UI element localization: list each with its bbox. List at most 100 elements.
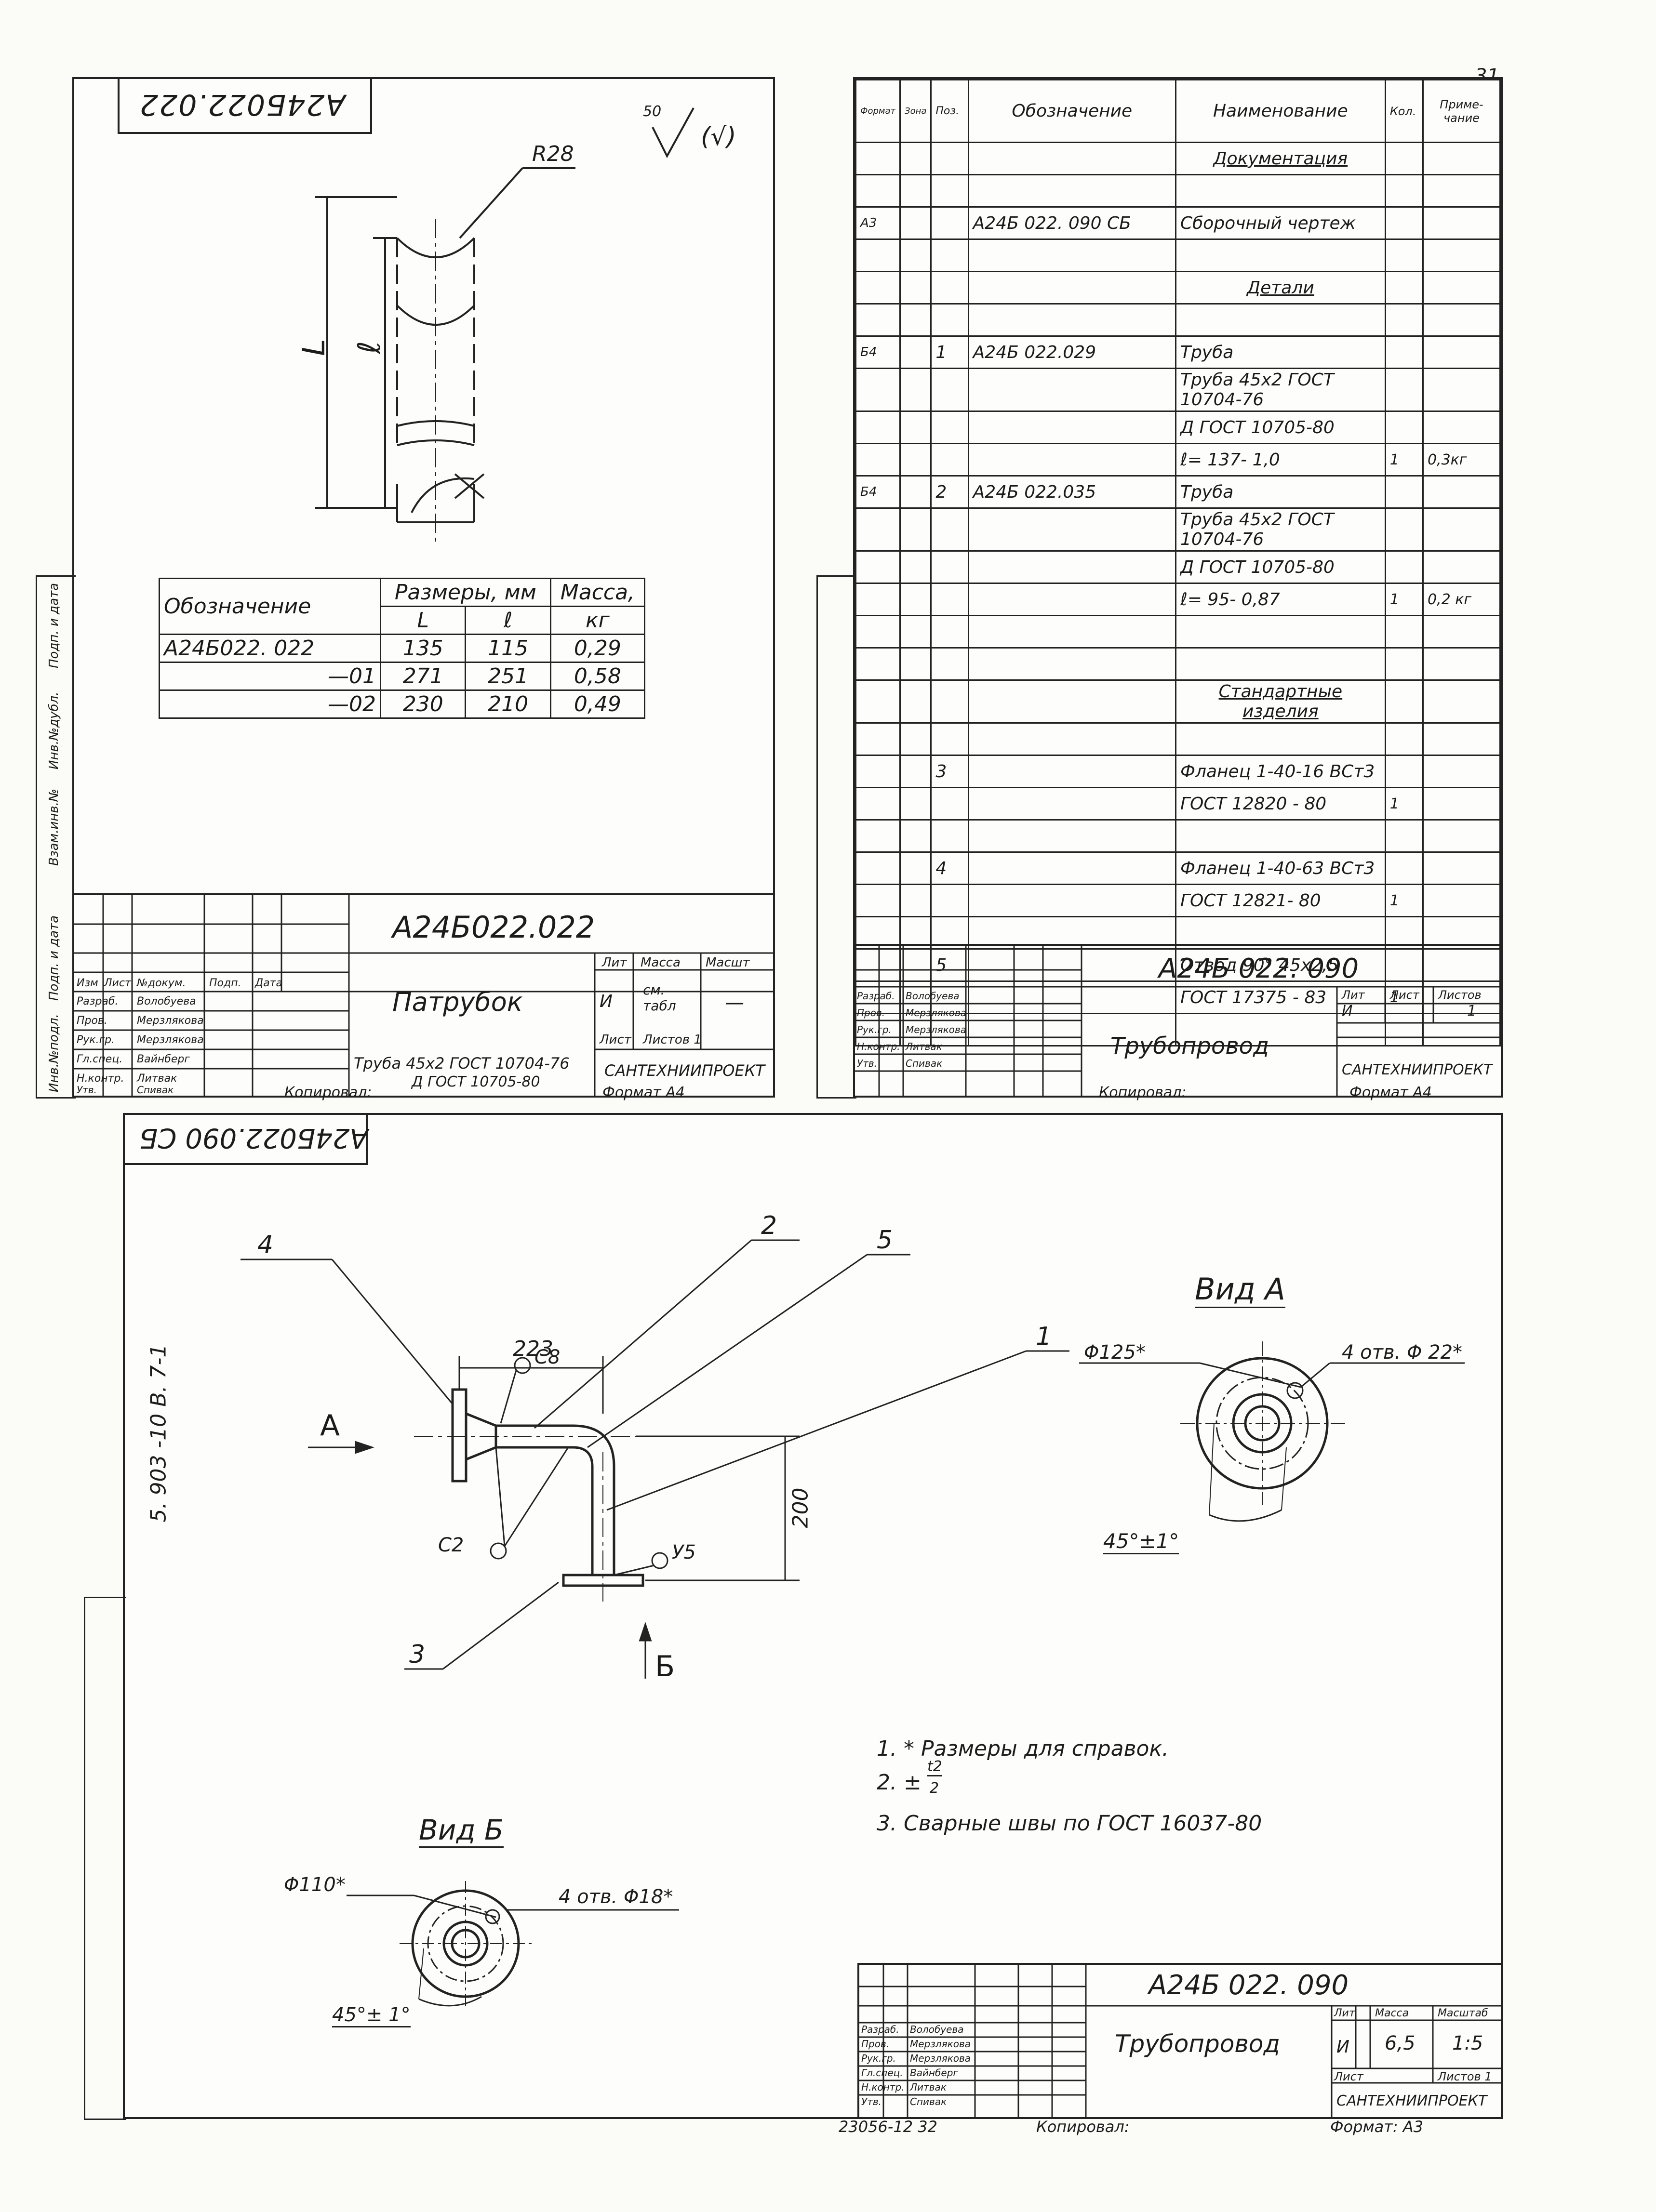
assembly-org: САНТЕХНИИПРОЕКТ <box>1336 2093 1487 2109</box>
weld-c8: С8 <box>534 1346 561 1368</box>
spec-row <box>855 174 1501 208</box>
spec-title-code: А24Б 022. 090 <box>1159 953 1359 984</box>
copied-by-bottom: Копировал: <box>1036 2118 1130 2136</box>
spec-row: Д ГОСТ 10705-80 <box>855 550 1501 584</box>
dim-223: 223 <box>513 1337 553 1361</box>
format-right: Формат А4 <box>1349 1084 1432 1101</box>
assembly-scale: 1:5 <box>1452 2032 1483 2054</box>
weld-c2: С2 <box>438 1534 464 1556</box>
side-label: Взам.инв.№ <box>47 789 61 866</box>
assembly-title-block: А24Б 022. 090 Трубопровод Лит Масса Масш… <box>857 1963 1503 2119</box>
title-name: Патрубок <box>392 987 523 1017</box>
view-b-title: Вид Б <box>419 1814 504 1848</box>
weld-y5: У5 <box>672 1541 696 1563</box>
title-code: А24Б022.022 <box>392 910 595 945</box>
rotated-code-box: A24Б022.022 <box>118 79 372 134</box>
note-2-frac-top: t2 <box>927 1758 942 1776</box>
pos-1: 1 <box>1036 1322 1052 1351</box>
radius-label: R28 <box>532 142 574 166</box>
spec-row: Документация <box>855 142 1501 175</box>
stamp-number: 23056-12 32 <box>839 2118 937 2136</box>
dim-L-label: L <box>296 339 332 356</box>
view-a-holes: 4 отв. Φ 22* <box>1342 1341 1463 1364</box>
note-1: 1. * Размеры для справок. <box>877 1736 1169 1761</box>
sizes-table: Обозначение Размеры, мм Масса, L ℓ кг А2… <box>159 578 646 719</box>
spec-row <box>855 615 1501 649</box>
h-l: ℓ <box>465 606 551 635</box>
spec-row <box>855 722 1501 756</box>
note-2: 2. ± <box>877 1770 921 1795</box>
side-strip: Инв.№подл. Подп. и дата Взам.инв.№ Инв.№… <box>36 575 76 1099</box>
title-grid <box>74 895 773 1098</box>
h-designation: Обозначение <box>159 578 381 635</box>
table-row: —02 230 210 0,49 <box>159 689 646 719</box>
side-strip-bottom <box>84 1597 126 2120</box>
spec-row: Детали <box>855 271 1501 305</box>
view-a-arrow-label: А <box>320 1409 340 1443</box>
note-3: 3. Сварные швы по ГОСТ 16037-80 <box>877 1811 1262 1836</box>
table-row: А24Б022. 022 135 115 0,29 <box>159 634 646 663</box>
material-1: Труба 45x2 ГОСТ 10704-76 <box>354 1054 570 1073</box>
copied-by-left: Копировал: <box>284 1084 372 1101</box>
spec-title-block: А24Б 022. 090 Трубопровод Лит Лист Листо… <box>855 944 1501 1098</box>
series-code: 5. 903 -10 В. 7-1 <box>146 1344 171 1523</box>
org-name: САНТЕХНИИПРОЕКТ <box>604 1061 765 1080</box>
view-a-title: Вид А <box>1195 1272 1285 1308</box>
assembly-drawing <box>240 1239 1465 2007</box>
pipe-drawing <box>315 167 575 542</box>
side-label: Инв.№дубл. <box>47 691 61 769</box>
material-2: Д ГОСТ 10705-80 <box>412 1073 540 1090</box>
h-mass: Масса, <box>549 578 646 607</box>
spec-table: Формат Зона Поз. Обозначение Наименовани… <box>855 79 1501 1046</box>
spec-row: Труба 45x2 ГОСТ 10704-76 <box>855 368 1501 412</box>
rotated-code-box-bottom: А24Б022.090 СБ <box>125 1115 368 1165</box>
spec-row <box>855 238 1501 272</box>
pos-5: 5 <box>877 1226 893 1255</box>
pos-3: 3 <box>409 1640 426 1669</box>
spec-row: Д ГОСТ 10705-80 <box>855 411 1501 444</box>
roughness-value: 50 <box>643 103 662 120</box>
spec-org: САНТЕХНИИПРОЕКТ <box>1342 1061 1493 1078</box>
table-row: —01 271 251 0,58 <box>159 662 646 691</box>
side-label: Инв.№подл. <box>47 1014 61 1092</box>
side-label: Подп. и дата <box>47 583 61 668</box>
h-L: L <box>379 606 467 635</box>
view-b-angle: 45°± 1° <box>332 2004 411 2027</box>
spec-row <box>855 1013 1501 1046</box>
pos-4: 4 <box>257 1231 274 1259</box>
sheet-specification: Формат Зона Поз. Обозначение Наименовани… <box>816 77 1503 1099</box>
view-b-diameter: Φ110* <box>284 1874 346 1896</box>
side-label: Подп. и дата <box>47 915 61 1001</box>
view-b-holes: 4 отв. Φ18* <box>559 1886 673 1908</box>
spec-row: Стандартные изделия <box>855 679 1501 724</box>
spec-title-name: Трубопровод <box>1110 1033 1269 1060</box>
spec-row <box>855 647 1501 681</box>
spec-row <box>855 819 1501 853</box>
dim-200: 200 <box>788 1487 813 1528</box>
spec-row <box>855 303 1501 337</box>
view-a-angle: 45°±1° <box>1103 1529 1179 1554</box>
spec-title-grid <box>855 946 1501 1098</box>
sheet-assembly: А24Б022.090 СБ <box>84 1113 1503 2120</box>
pos-2: 2 <box>761 1211 777 1240</box>
view-b-arrow-label: Б <box>655 1650 675 1683</box>
assembly-mass: 6,5 <box>1385 2032 1416 2054</box>
note-2-frac-bot: 2 <box>930 1780 939 1797</box>
format-bottom: Формат: А3 <box>1330 2118 1424 2136</box>
roughness-suffix: (√) <box>701 122 736 151</box>
format-left: Формат А4 <box>602 1084 685 1101</box>
copied-by-right: Копировал: <box>1099 1084 1187 1101</box>
sheet-patrubok: A24Б022.022 50 (√) <box>36 77 775 1099</box>
assembly-title-code: А24Б 022. 090 <box>1149 1970 1349 2001</box>
assembly-title-grid <box>859 1965 1503 2119</box>
h-sizes: Размеры, мм <box>380 578 551 607</box>
